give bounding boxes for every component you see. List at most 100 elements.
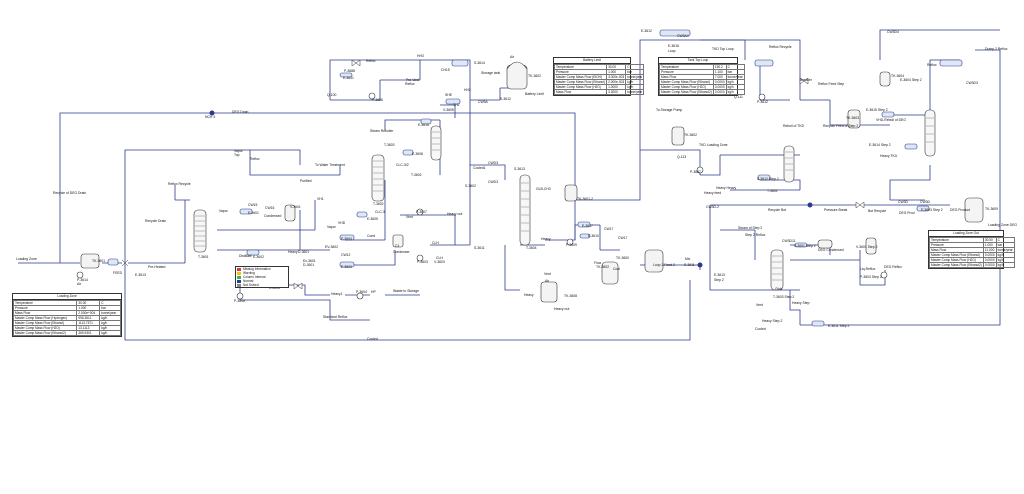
stream-label: Condenser [393, 250, 410, 254]
table-cell: 1113.7571 [76, 319, 101, 327]
stream-label: Steam Reboiler [370, 129, 394, 133]
exchanger-e-3602 [246, 249, 260, 256]
stream-label: Vent [544, 272, 551, 276]
stream-label: E-3601 [248, 211, 259, 215]
tank-tk-3602-c [671, 126, 685, 146]
stream-label: T-3603 [384, 143, 395, 147]
pump-p-3686 [368, 92, 376, 100]
table-cell: tonne/year [625, 73, 645, 80]
exchanger-e-3641 [339, 72, 353, 78]
stream-label: S-3612 [500, 97, 511, 101]
stream-label: T-3604 [526, 246, 537, 250]
exchanger-e-3604 [339, 234, 355, 241]
column-t-3602-step2 [783, 145, 795, 183]
stream-label: Heavy Heavy [716, 186, 736, 190]
stream-label: Heavy [288, 250, 298, 254]
table-cell: Master Comp Mass Flow (Ethanol) [659, 78, 714, 85]
stream-label: Pre-Heated [148, 265, 165, 269]
stream-label: Q-100 [327, 93, 337, 97]
stream-label: CLC-3 [375, 210, 385, 214]
stream-label: Waste to Storage [393, 289, 419, 293]
tank-tk-3601-2 [564, 184, 578, 202]
table-caption: Loading Zone Out [929, 231, 1003, 237]
exchanger-she [445, 98, 461, 105]
stream-label: P-3603 [417, 260, 428, 264]
stream-label: TKD Top Loop [712, 47, 734, 51]
stream-label: DEG Condensed [818, 248, 844, 252]
pump-p-3687 [696, 166, 704, 174]
stream-label: T-3602 [767, 189, 778, 193]
stream-label: CWD3 [488, 161, 498, 165]
table-cell: 0.0000 [712, 89, 727, 96]
stream-label: CW17 [604, 227, 614, 231]
stream-label: Mix [685, 257, 691, 261]
stream-label: Heavy [524, 293, 534, 297]
stream-label: CW3D [898, 200, 909, 204]
column-t-3604 [519, 174, 531, 246]
stream-label: VHD-Reboil of DEG [876, 118, 906, 122]
pump-p-3614 [76, 271, 84, 279]
stream-label: S-3613 [514, 167, 525, 171]
stream-label: Q-111 [734, 95, 743, 99]
stream-label: E-3603 [341, 265, 352, 269]
stream-label: Recycle of DEG Drain [53, 191, 86, 195]
column-t-3603-step2 [770, 249, 784, 291]
stream-label: Vent [406, 215, 413, 219]
stream-label: S-3602 [465, 184, 476, 188]
table-cell: tonne/year [99, 309, 121, 316]
stream-label: E-3614 Step 2 [869, 143, 891, 147]
stream-label: CW3D [920, 200, 931, 204]
exchanger-e-3608 [402, 149, 414, 156]
table-cell: Mass Flow [553, 89, 608, 96]
stream-label: E-3603 Step 2 [921, 208, 943, 212]
legend-item: Not Solved [236, 283, 288, 287]
stream-label: P-3607 [416, 210, 427, 214]
exchanger-e-3615-step2 [881, 111, 895, 118]
stream-label: Breaker [800, 78, 813, 82]
stream-label: Glob [775, 287, 782, 291]
tank-tk-3602-b [644, 249, 664, 273]
stream-label: P-3686 [372, 98, 383, 102]
stream-label: E-3602 [253, 255, 264, 259]
stream-label: S-3614 [474, 61, 485, 65]
stream-label: E-3605 [367, 217, 378, 221]
table-caption: Battery Limit [554, 58, 630, 64]
stream-label: E-3608 [412, 152, 423, 156]
exchanger-e-3615 [420, 118, 432, 125]
vessel-v-3601 [284, 204, 296, 222]
table-cell: 369.9301 [76, 330, 101, 337]
stream-label: Purified [300, 179, 312, 183]
tanks [80, 61, 984, 303]
stream-label: E-3615 [418, 123, 429, 127]
tank-tk-3604 [879, 71, 891, 87]
stream-label: D-2601 [303, 263, 314, 267]
tank-tk-3609 [964, 197, 984, 223]
stream-label: HH2 [464, 88, 471, 92]
stream-label: TK-3603 [846, 116, 859, 120]
valve-3 [799, 77, 809, 85]
exchanger-s-3614 [451, 59, 469, 67]
table-cell: 0.0000 [982, 262, 997, 269]
pump-p-3603-step2 [880, 271, 888, 279]
stream-label: Liq-Reflux [860, 267, 876, 271]
stream-label: DEG Prod [899, 211, 915, 215]
stream-label: TK-3601-2 [577, 197, 593, 201]
legend-label: Missing Information [243, 267, 271, 272]
stream-label: CW15 [248, 203, 258, 207]
stream-label: To Water Treatment [315, 163, 345, 167]
stream-label: HH3 [417, 54, 424, 58]
stream-label: Standard Reflux [323, 315, 348, 319]
stream-label: Bot Recycle [868, 209, 886, 213]
vessel-v-3603 [392, 234, 404, 248]
stream-label: Flow [594, 261, 602, 265]
stream-label: CW3D-2 [706, 205, 719, 209]
legend-swatch [237, 275, 241, 279]
stream-label: T-3601 [198, 255, 209, 259]
